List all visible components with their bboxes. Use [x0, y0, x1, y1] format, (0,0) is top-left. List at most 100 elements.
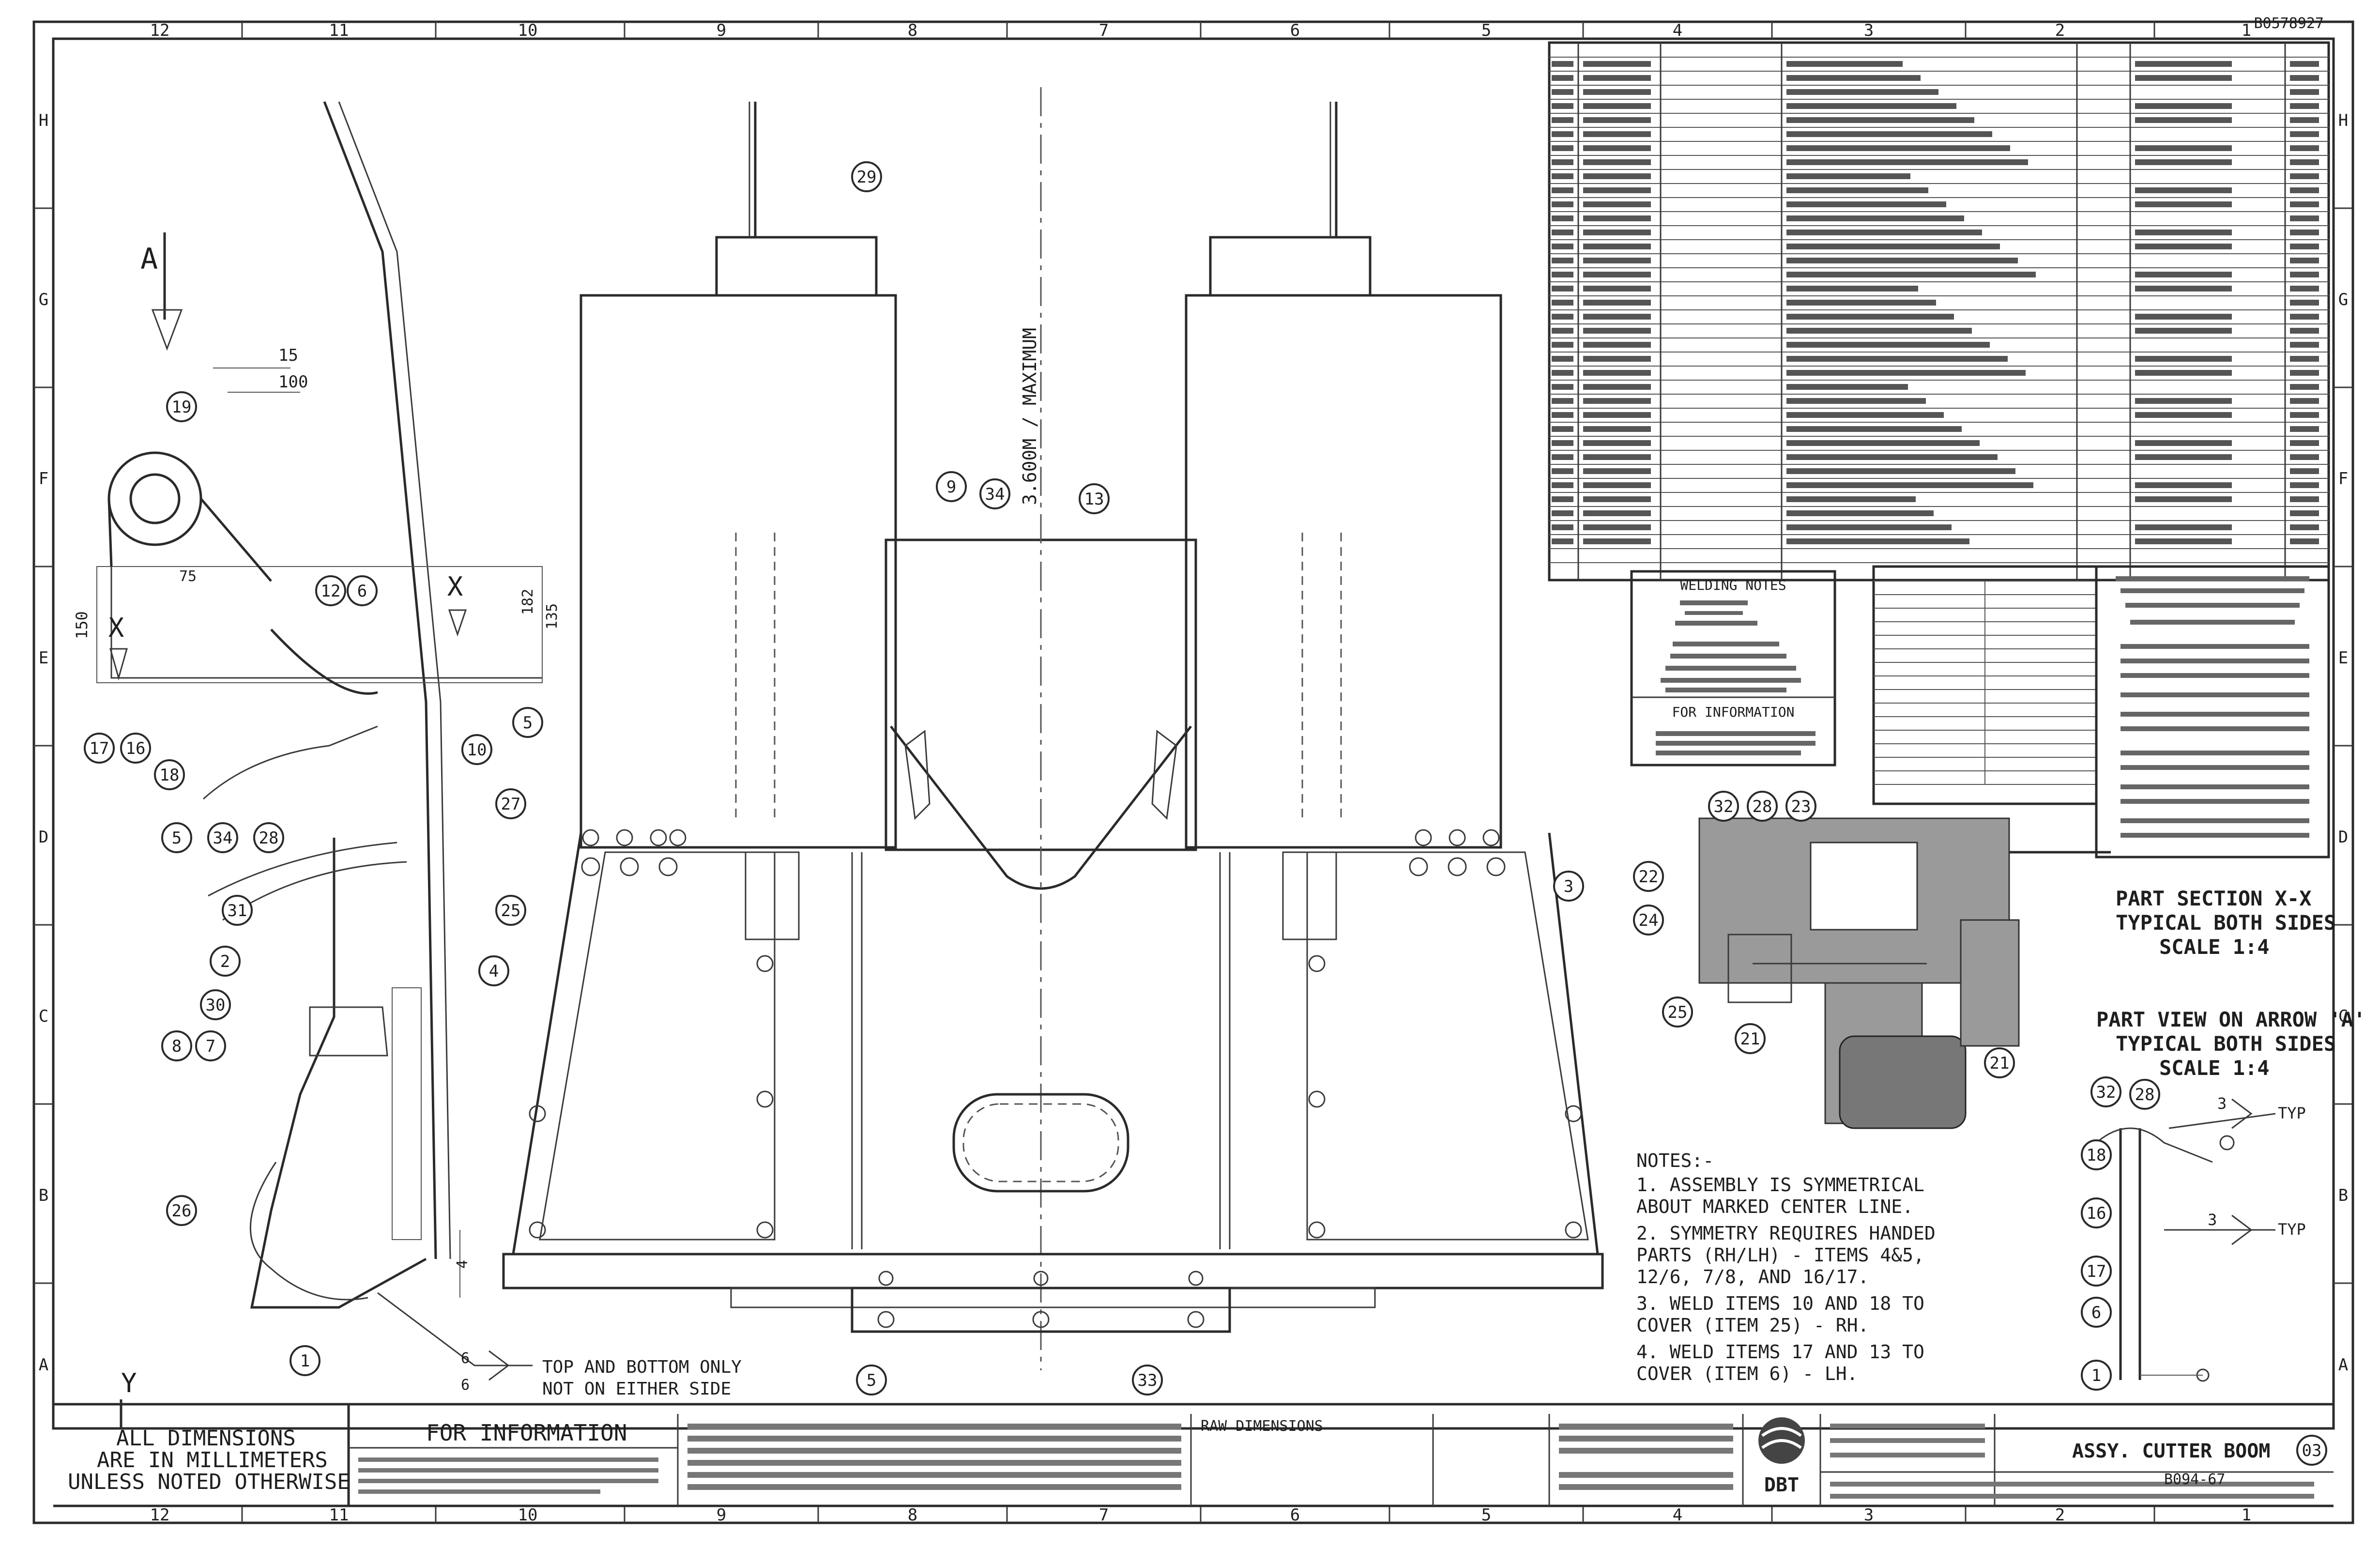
item-balloon: 28 — [2129, 1079, 2160, 1110]
balloon-number: 21 — [1990, 1054, 2010, 1073]
balloon-number: 6 — [2091, 1303, 2101, 1322]
balloon-number: 23 — [1791, 797, 1811, 816]
dim-label: 135 — [544, 603, 561, 629]
item-balloon: 33 — [1132, 1365, 1163, 1396]
balloon-number: 30 — [206, 996, 226, 1015]
item-balloon: 3 — [1553, 871, 1584, 902]
balloon-number: 18 — [160, 766, 180, 785]
balloon-number: 28 — [2135, 1085, 2155, 1104]
item-balloon: 34 — [207, 822, 238, 853]
item-balloon: 28 — [1747, 791, 1778, 822]
item-balloon: 21 — [1735, 1023, 1766, 1054]
note-line: 12/6, 7/8, AND 16/17. — [1636, 1266, 1869, 1288]
main-plan-view: 3.600M / MAXIMUM — [502, 87, 1604, 1370]
weld-note-line2: NOT ON EITHER SIDE — [542, 1379, 731, 1399]
col-label: 5 — [1481, 21, 1491, 40]
row-label: D — [2338, 828, 2348, 847]
item-balloon: 21 — [1984, 1047, 2015, 1078]
col-label: 4 — [1673, 1505, 1682, 1525]
col-label: 6 — [1290, 1505, 1300, 1525]
col-label: 4 — [1673, 21, 1682, 40]
item-balloon: 17 — [84, 733, 115, 764]
view-on-arrow-a: PART VIEW ON ARROW 'A' TYPICAL BOTH SIDE… — [2096, 1008, 2365, 1382]
note-line: 1. ASSEMBLY IS SYMMETRICAL — [1636, 1174, 1924, 1196]
row-label: B — [2338, 1186, 2348, 1205]
balloon-number: 31 — [228, 901, 247, 920]
row-label: C — [39, 1007, 48, 1026]
row-label: A — [2338, 1355, 2348, 1375]
col-label: 12 — [150, 1505, 170, 1525]
item-balloon: 32 — [1708, 791, 1739, 822]
item-balloon: 5 — [856, 1365, 887, 1396]
dim-label: 75 — [179, 568, 197, 585]
item-balloon: 7 — [195, 1030, 226, 1061]
drawing-no: B094-67 — [2164, 1471, 2225, 1488]
balloon-number: 32 — [1714, 797, 1734, 816]
drawing-border: 12 11 10 9 8 7 6 5 4 3 2 1 12 11 10 9 8 … — [32, 15, 2354, 1525]
col-label: 12 — [150, 21, 170, 40]
balloon-number: 16 — [2087, 1204, 2106, 1223]
balloon-number: 19 — [172, 398, 192, 417]
col-label: 3 — [1864, 1505, 1874, 1525]
section-xx-view: PART SECTION X-X TYPICAL BOTH SIDES SCAL… — [1698, 817, 2336, 1129]
row-label: H — [39, 111, 48, 130]
note-line: 2. SYMMETRY REQUIRES HANDED — [1636, 1223, 1936, 1244]
col-label: 1 — [2242, 1505, 2251, 1525]
col-label: 1 — [2242, 21, 2251, 40]
weld-size-label: 3 — [2208, 1211, 2217, 1229]
typ-label: TYP — [2278, 1104, 2306, 1122]
item-balloon: 19 — [166, 391, 197, 422]
col-label: 11 — [329, 21, 349, 40]
col-label: 8 — [908, 1505, 917, 1525]
item-balloon: 22 — [1633, 861, 1664, 892]
row-label: E — [2338, 648, 2348, 668]
balloon-number: 21 — [1740, 1029, 1760, 1049]
parts-list-table — [1548, 41, 2330, 582]
weld-size-label: 6 — [461, 1377, 470, 1394]
balloon-number: 1 — [2091, 1366, 2101, 1385]
view-a-subtitle: TYPICAL BOTH SIDES — [2116, 1032, 2336, 1056]
material-spec-box — [1872, 565, 2098, 805]
section-xx-title: PART SECTION X-X — [2116, 887, 2312, 910]
left-side-view: A X X 15 100 150 182 135 75 4 6 6 TOP AN… — [73, 101, 742, 1428]
item-balloon: 16 — [2081, 1197, 2112, 1228]
balloon-number: 13 — [1084, 490, 1104, 509]
typ-label: TYP — [2278, 1220, 2306, 1239]
weld-size-label: 3 — [2217, 1094, 2227, 1113]
item-balloon: 32 — [2090, 1076, 2121, 1107]
welding-notes-title: WELDING NOTES — [1680, 577, 1786, 593]
section-xx-scale: SCALE 1:4 — [2159, 935, 2270, 959]
dim-label: 150 — [73, 611, 91, 639]
item-balloon: 30 — [200, 989, 231, 1020]
general-tolerances-box — [2095, 565, 2330, 859]
balloon-number: 24 — [1639, 911, 1659, 930]
section-arrow-icon — [109, 648, 128, 681]
balloon-number: 1 — [300, 1351, 310, 1371]
col-label: 9 — [717, 21, 726, 40]
item-balloon: 2 — [210, 946, 241, 977]
item-balloon: 26 — [166, 1195, 197, 1226]
item-balloon: 12 — [315, 575, 346, 606]
col-label: 2 — [2055, 21, 2065, 40]
company-name: DBT — [1764, 1474, 1799, 1496]
units-line1: ALL DIMENSIONS — [116, 1426, 296, 1451]
drawing-number-top: B0578927 — [2254, 15, 2324, 32]
col-label: 7 — [1099, 1505, 1109, 1525]
row-label: B — [39, 1186, 48, 1205]
note-line: COVER (ITEM 6) - LH. — [1636, 1363, 1858, 1384]
row-label: C — [2338, 1007, 2348, 1026]
item-balloon: 8 — [161, 1030, 192, 1061]
item-balloon: 1 — [290, 1345, 320, 1376]
row-label: F — [39, 469, 48, 489]
weld-note-line1: TOP AND BOTTOM ONLY — [542, 1357, 742, 1377]
item-balloon: 1 — [2081, 1360, 2112, 1391]
col-label: 6 — [1290, 21, 1300, 40]
balloon-number: 7 — [206, 1037, 215, 1056]
view-a-title: PART VIEW ON ARROW 'A' — [2096, 1008, 2365, 1031]
units-line3: UNLESS NOTED OTHERWISE — [68, 1470, 350, 1494]
dim-label: 4 — [454, 1260, 471, 1269]
welding-notes-box: WELDING NOTES FOR INFORMATION — [1630, 570, 1836, 767]
notes-heading: NOTES:- — [1636, 1150, 1714, 1171]
balloon-number: 29 — [857, 168, 877, 187]
